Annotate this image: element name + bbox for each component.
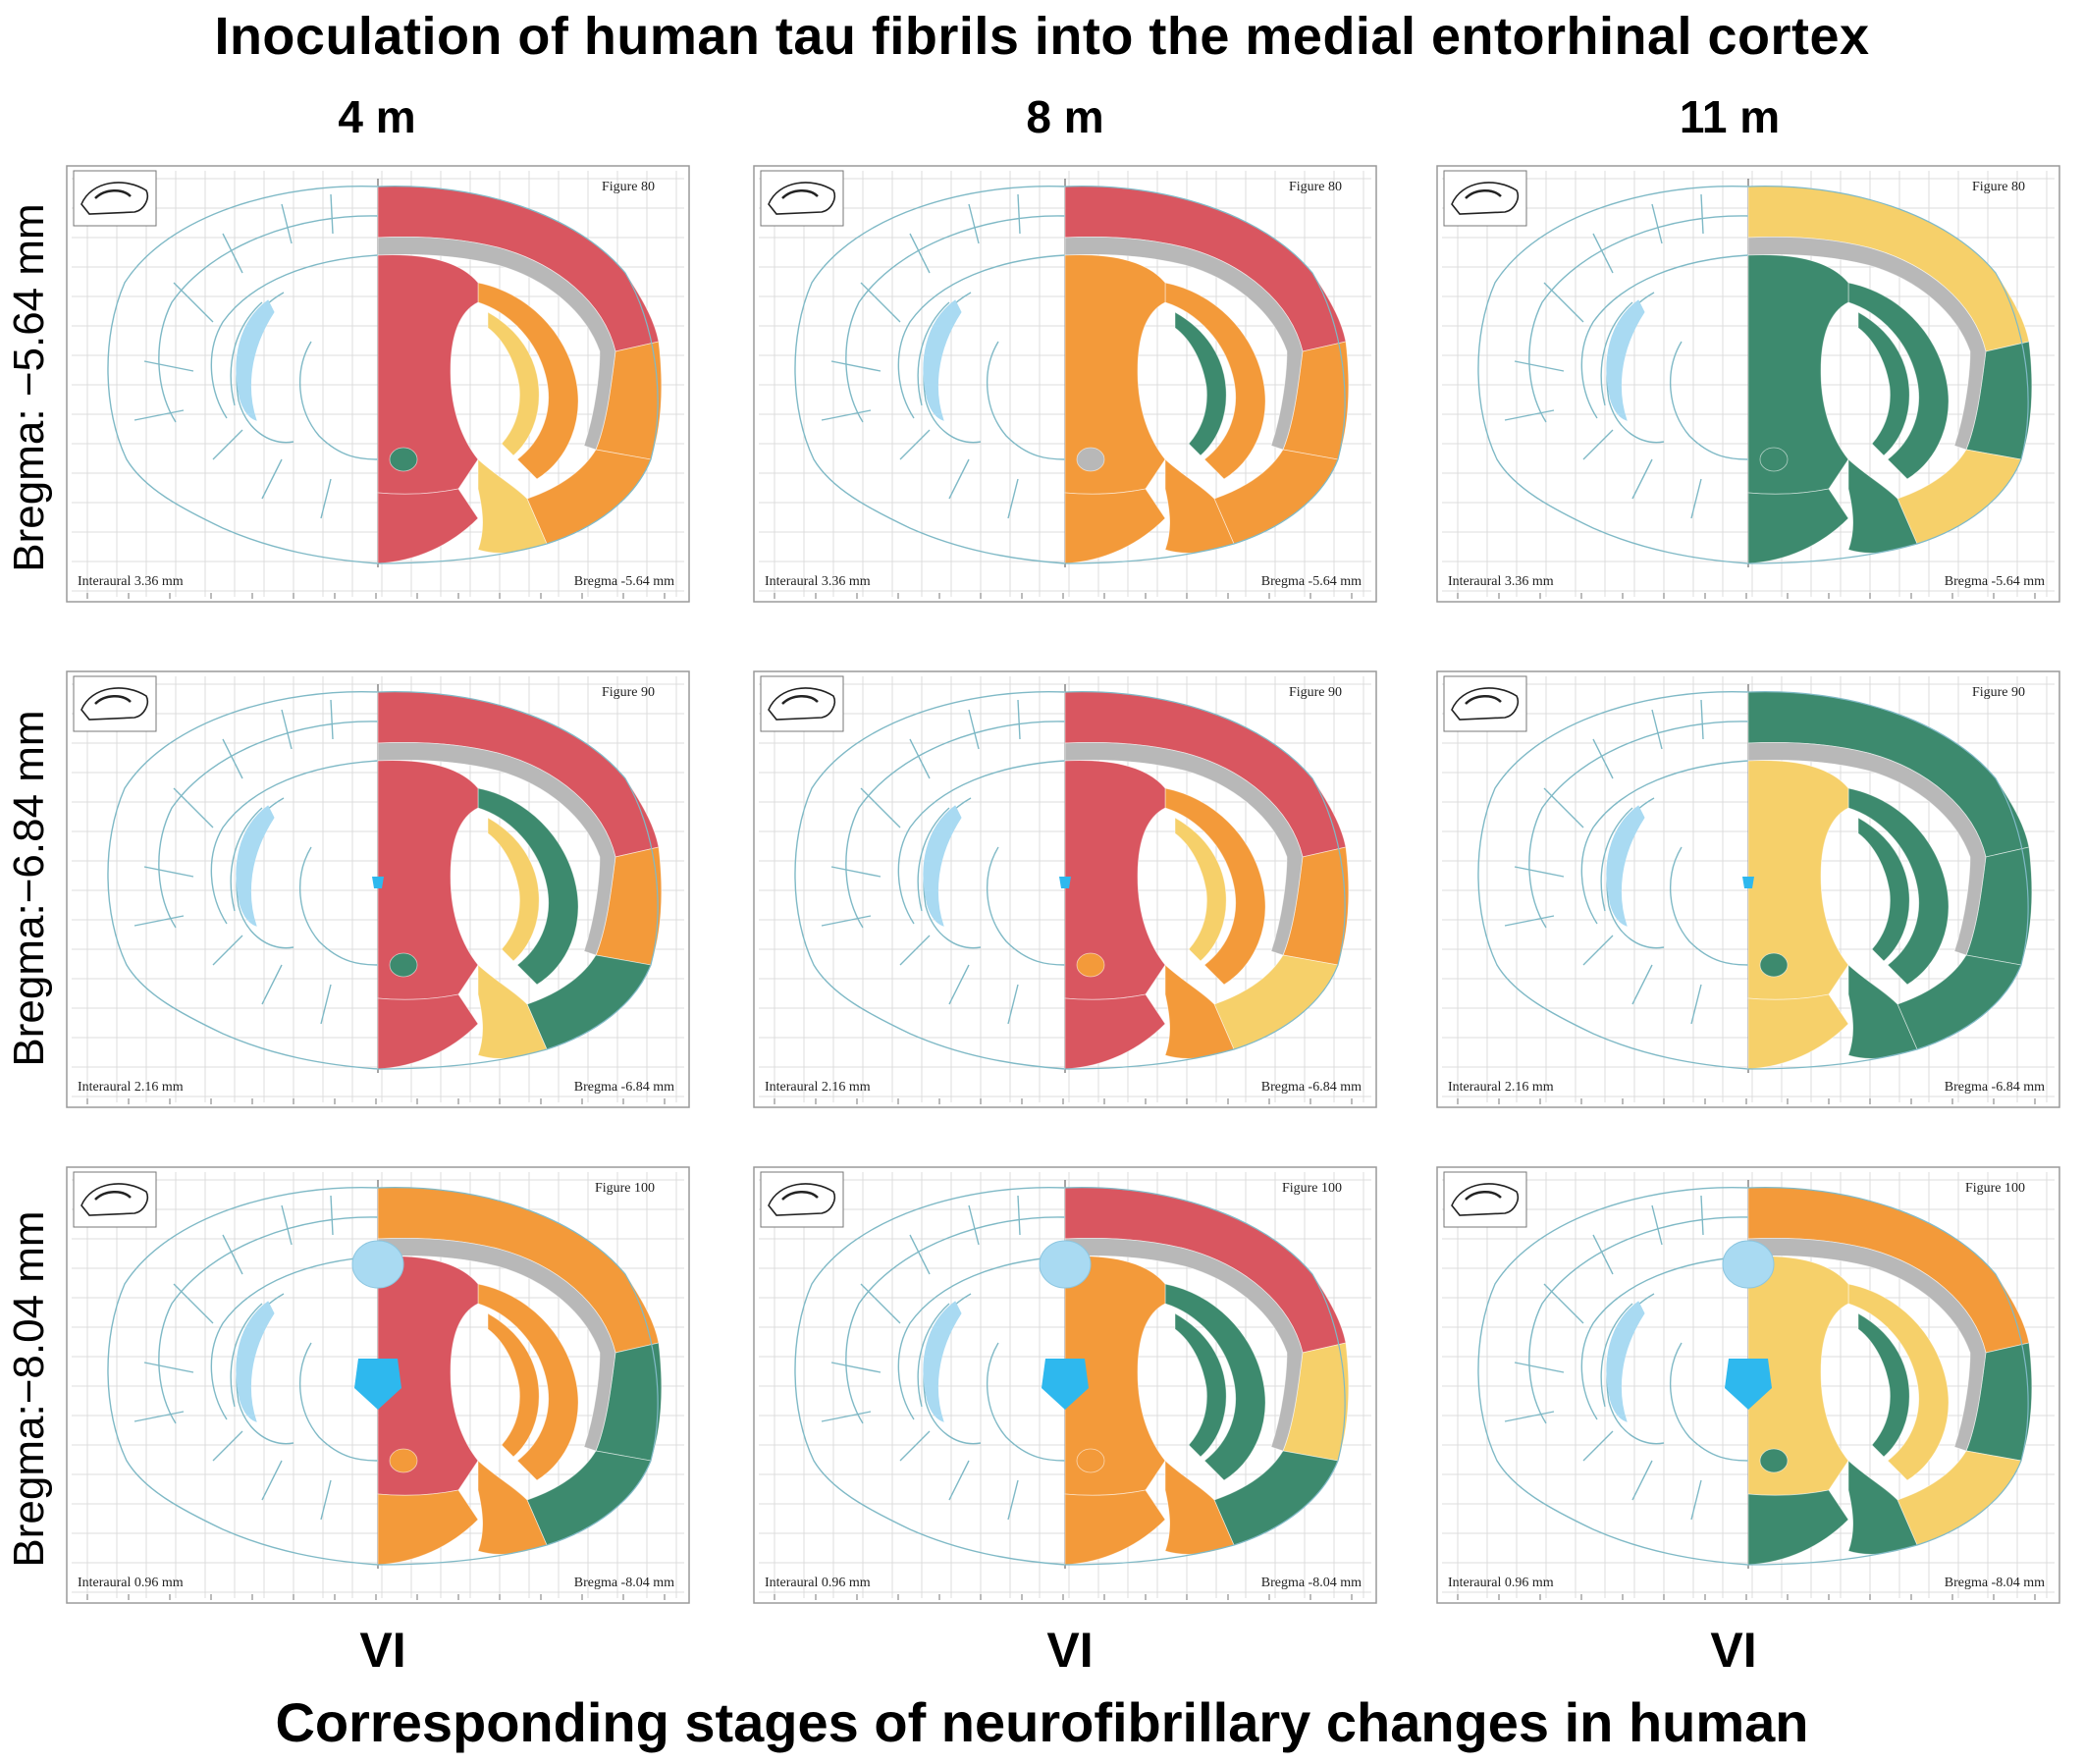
right-hemisphere-colored-regions (377, 691, 663, 1070)
bregma-label: Bregma -6.84 mm (1261, 1080, 1362, 1095)
axis-ticks (1457, 1098, 2036, 1104)
pineal-aqueduct-markers (1722, 1240, 1775, 1410)
left-hemisphere-outline (1477, 185, 1749, 564)
bregma-label: Bregma -6.84 mm (574, 1080, 674, 1095)
axis-ticks (86, 593, 666, 599)
atlas-section-svg: Figure 90 Interaural 2.16 mm Bregma -6.84 … (753, 670, 1377, 1108)
interaural-label: Interaural 3.36 mm (78, 574, 184, 589)
bregma-label: Bregma -5.64 mm (574, 574, 674, 589)
atlas-figure-number: Figure 80 (602, 180, 655, 194)
figure-footer: Corresponding stages of neurofibrillary … (275, 1691, 1809, 1753)
left-hemisphere-outline (1477, 1186, 1749, 1566)
right-hemisphere-colored-regions (1747, 691, 2033, 1070)
axis-ticks (86, 1594, 666, 1600)
sagittal-inset (1443, 1171, 1527, 1228)
bregma-label: Bregma -8.04 mm (574, 1576, 674, 1590)
right-hemisphere-colored-regions (1064, 186, 1350, 564)
atlas-section-svg: Figure 80 Interaural 3.36 mm Bregma -5.64 … (66, 165, 690, 603)
bregma-label: Bregma -6.84 mm (1945, 1080, 2045, 1095)
axis-ticks (1457, 593, 2036, 599)
figure-title: Inoculation of human tau fibrils into th… (214, 7, 1870, 66)
atlas-section-svg: Figure 80 Interaural 3.36 mm Bregma -5.64 … (1436, 165, 2060, 603)
interaural-label: Interaural 0.96 mm (1448, 1576, 1554, 1590)
atlas-panel: Figure 80 Interaural 3.36 mm Bregma -5.64 … (753, 165, 1377, 603)
atlas-figure-number: Figure 80 (1972, 180, 2025, 194)
atlas-section-svg: Figure 90 Interaural 2.16 mm Bregma -6.84 … (66, 670, 690, 1108)
column-header-11m: 11 m (1679, 91, 1781, 142)
atlas-panel: Figure 80 Interaural 3.36 mm Bregma -5.64 … (1436, 165, 2060, 603)
stage-label-8m: VI (1046, 1623, 1094, 1678)
right-hemisphere-colored-regions (1064, 1187, 1350, 1566)
atlas-figure-number: Figure 100 (595, 1181, 655, 1196)
axis-ticks (86, 1098, 666, 1104)
left-hemisphere-outline (794, 690, 1066, 1070)
axis-ticks (1457, 1594, 2036, 1600)
sagittal-inset (73, 675, 157, 732)
axis-ticks (774, 1594, 1353, 1600)
column-header-4m: 4 m (338, 91, 416, 142)
interaural-label: Interaural 3.36 mm (765, 574, 871, 589)
left-hemisphere-outline (107, 185, 379, 564)
axis-ticks (774, 1098, 1353, 1104)
right-hemisphere-colored-regions (377, 1187, 663, 1566)
atlas-figure-number: Figure 80 (1289, 180, 1342, 194)
right-hemisphere-colored-regions (377, 186, 663, 564)
sagittal-inset (1443, 170, 1527, 227)
bregma-label: Bregma -8.04 mm (1945, 1576, 2045, 1590)
axis-ticks (774, 593, 1353, 599)
pineal-aqueduct-markers (351, 1240, 404, 1410)
row-label-bregma-6-84: Bregma:−6.84 mm (5, 710, 53, 1067)
atlas-figure-number: Figure 90 (1289, 685, 1342, 700)
sagittal-inset (1443, 675, 1527, 732)
right-hemisphere-colored-regions (1747, 186, 2033, 564)
atlas-section-svg: Figure 90 Interaural 2.16 mm Bregma -6.84 … (1436, 670, 2060, 1108)
sagittal-inset (73, 1171, 157, 1228)
right-hemisphere-colored-regions (1747, 1187, 2033, 1566)
interaural-label: Interaural 2.16 mm (78, 1080, 184, 1095)
atlas-panel: Figure 90 Interaural 2.16 mm Bregma -6.84 … (66, 670, 690, 1108)
atlas-panel: Figure 80 Interaural 3.36 mm Bregma -5.64 … (66, 165, 690, 603)
right-hemisphere-colored-regions (1064, 691, 1350, 1070)
interaural-label: Interaural 0.96 mm (765, 1576, 871, 1590)
atlas-panel: Figure 90 Interaural 2.16 mm Bregma -6.84 … (753, 670, 1377, 1108)
row-label-bregma-5-64: Bregma: −5.64 mm (5, 203, 53, 572)
row-label-bregma-8-04: Bregma:−8.04 mm (5, 1210, 53, 1568)
interaural-label: Interaural 2.16 mm (765, 1080, 871, 1095)
sagittal-inset (760, 675, 844, 732)
interaural-label: Interaural 3.36 mm (1448, 574, 1554, 589)
interaural-label: Interaural 2.16 mm (1448, 1080, 1554, 1095)
sagittal-inset (760, 170, 844, 227)
left-hemisphere-outline (794, 1186, 1066, 1566)
bregma-label: Bregma -5.64 mm (1945, 574, 2045, 589)
atlas-figure-number: Figure 90 (1972, 685, 2025, 700)
atlas-figure-number: Figure 100 (1282, 1181, 1342, 1196)
column-header-8m: 8 m (1026, 91, 1104, 142)
pineal-aqueduct-markers (1039, 1240, 1092, 1410)
atlas-section-svg: Figure 80 Interaural 3.36 mm Bregma -5.64 … (753, 165, 1377, 603)
stage-label-11m: VI (1710, 1623, 1757, 1678)
atlas-figure-number: Figure 100 (1965, 1181, 2025, 1196)
left-hemisphere-outline (107, 1186, 379, 1566)
bregma-label: Bregma -5.64 mm (1261, 574, 1362, 589)
left-hemisphere-outline (1477, 690, 1749, 1070)
bregma-label: Bregma -8.04 mm (1261, 1576, 1362, 1590)
interaural-label: Interaural 0.96 mm (78, 1576, 184, 1590)
sagittal-inset (73, 170, 157, 227)
atlas-figure-number: Figure 90 (602, 685, 655, 700)
sagittal-inset (760, 1171, 844, 1228)
stage-label-4m: VI (359, 1623, 406, 1678)
atlas-panel: Figure 90 Interaural 2.16 mm Bregma -6.84 … (1436, 670, 2060, 1108)
